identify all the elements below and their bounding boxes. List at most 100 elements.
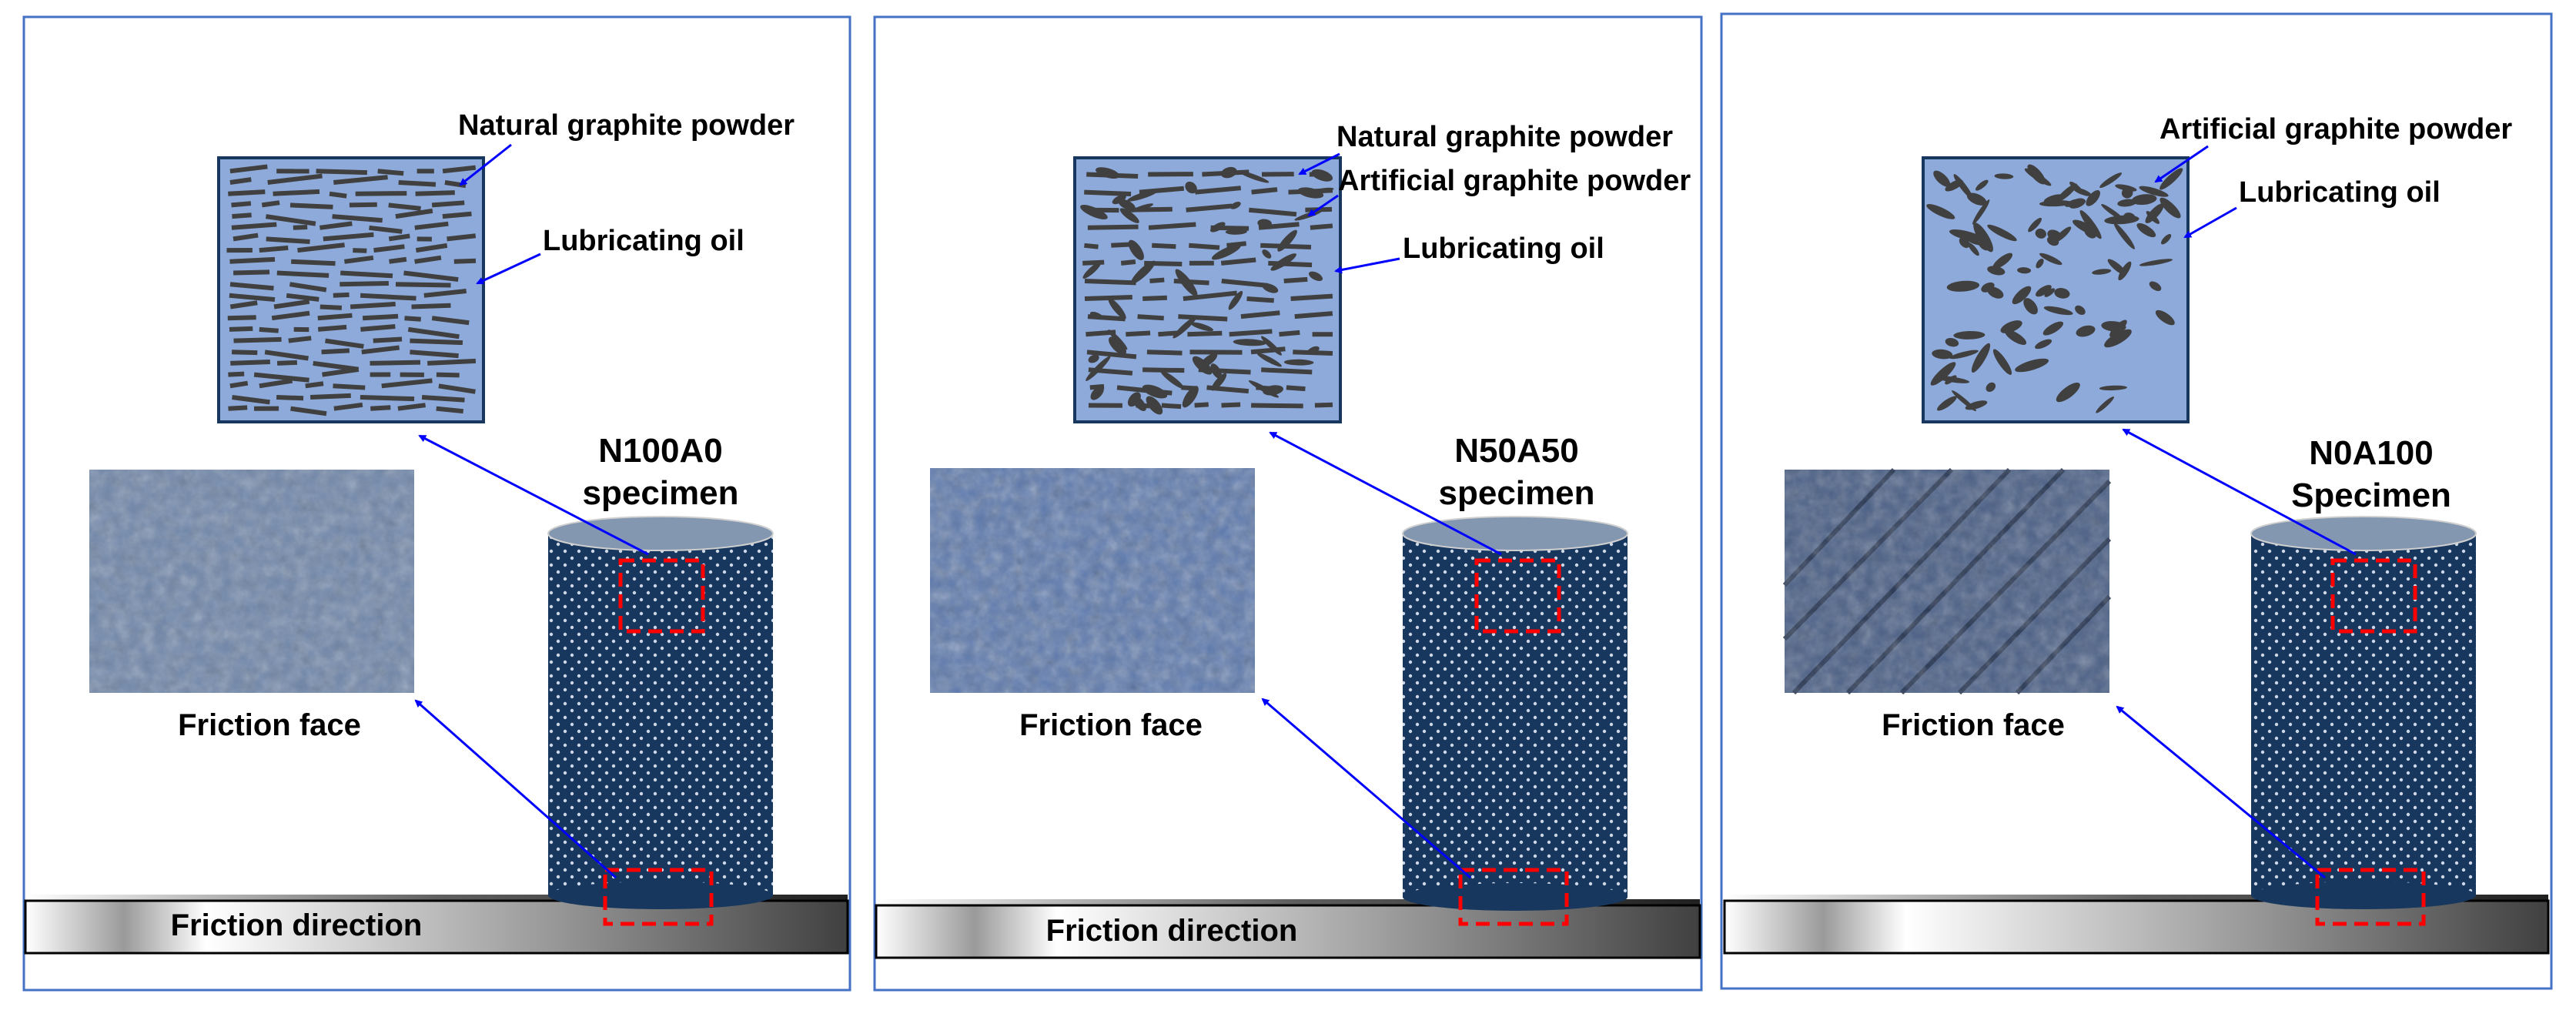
pointer-arrow <box>2122 428 2357 556</box>
graphite-flake <box>395 208 433 219</box>
contact-region-marker <box>1458 868 1569 926</box>
graphite-granule <box>2079 209 2102 239</box>
graphite-flake <box>233 269 270 276</box>
graphite-flake <box>1229 329 1273 337</box>
graphite-flake <box>400 372 424 377</box>
graphite-flake <box>233 233 259 242</box>
graphite-flake <box>323 232 374 242</box>
graphite-flake <box>410 350 459 359</box>
graphite-granule <box>2096 396 2114 413</box>
graphite-flake <box>228 189 266 196</box>
graphite-granule <box>1128 239 1144 260</box>
graphite-granule <box>2131 194 2157 206</box>
graphite-flake <box>414 221 449 230</box>
graphite-granule <box>2139 186 2169 197</box>
graphite-flake <box>353 248 367 253</box>
graphite-flake <box>410 338 463 346</box>
graphite-granule <box>2043 306 2073 316</box>
graphite-granule <box>2086 190 2100 206</box>
graphite-granule <box>1228 290 1243 310</box>
panel-border <box>873 15 1703 992</box>
graphite-flake <box>344 255 374 264</box>
graphite-flake <box>293 326 309 333</box>
graphite-flake <box>276 270 330 278</box>
graphite-flake <box>381 378 433 389</box>
graphite-flake <box>427 358 477 366</box>
graphite-granule <box>2039 253 2062 266</box>
graphite-flake <box>417 169 434 174</box>
panel-n100a0: Natural graphite powder Lubricating oil … <box>22 15 851 992</box>
graphite-granule <box>1945 179 1963 192</box>
graphite-flake <box>1194 402 1209 408</box>
graphite-flake <box>232 212 252 219</box>
graphite-flake <box>271 310 310 321</box>
graphite-flake <box>1258 222 1300 230</box>
graphite-granule <box>1959 237 1970 249</box>
graphite-flake <box>1186 203 1233 212</box>
inset-label-natural-graphite: Natural graphite powder <box>1337 121 1673 153</box>
graphite-flake <box>226 247 253 253</box>
graphite-granule <box>2056 382 2080 403</box>
graphite-flake <box>1261 172 1294 177</box>
graphite-flake <box>350 301 396 309</box>
graphite-flake <box>290 406 327 417</box>
graphite-granule <box>2054 288 2070 299</box>
graphite-granule <box>2024 168 2052 186</box>
graphite-flake <box>317 324 347 332</box>
graphite-granule <box>1248 380 1280 398</box>
graphite-flake <box>1161 403 1182 410</box>
graphite-flake <box>389 256 407 264</box>
graphite-granule <box>1277 229 1297 252</box>
pointer-arrow <box>2154 145 2209 183</box>
graphite-granule <box>1080 205 1108 219</box>
graphite-granule <box>1936 396 1957 411</box>
graphite-flake <box>333 383 366 390</box>
graphite-granule <box>1992 253 2013 269</box>
graphite-granule <box>2056 183 2078 202</box>
graphite-granule <box>1233 339 1266 346</box>
graphite-flake <box>377 169 404 176</box>
graphite-flake <box>273 189 320 196</box>
graphite-flake <box>1146 350 1183 356</box>
friction-direction-label: Friction direction <box>171 908 423 942</box>
graphite-granule <box>1210 363 1223 379</box>
graphite-flake <box>273 299 310 309</box>
graphite-granule <box>2036 258 2044 269</box>
graphite-flake <box>444 180 467 189</box>
graphite-granule <box>1185 181 1197 194</box>
graphite-flake <box>1249 207 1297 217</box>
graphite-flake <box>319 304 343 310</box>
graphite-flake <box>259 245 289 253</box>
graphite-granule <box>1082 262 1102 279</box>
belt <box>1723 895 2550 955</box>
graphite-flake <box>1178 314 1228 322</box>
graphite-flake <box>373 336 403 343</box>
graphite-flake <box>228 405 248 411</box>
graphite-granule <box>1932 349 1953 360</box>
graphite-granule <box>1190 322 1214 332</box>
graphite-flake <box>1286 385 1306 392</box>
graphite-granule <box>1220 166 1237 179</box>
graphite-granule <box>2145 203 2164 223</box>
graphite-flake <box>395 282 451 288</box>
graphite-granule <box>1946 280 1980 292</box>
graphite-flake <box>231 201 252 208</box>
specimen-label: Specimen <box>2291 477 2451 514</box>
graphite-granule <box>1256 353 1282 367</box>
graphite-granule <box>1230 201 1241 209</box>
pointer-arrow <box>2116 705 2326 879</box>
graphite-granule <box>1108 298 1126 319</box>
graphite-granule <box>1945 337 1959 347</box>
graphite-flake <box>1088 403 1122 408</box>
graphite-granule <box>2042 321 2064 336</box>
specimen-label: specimen <box>583 474 739 512</box>
graphite-flake <box>1283 276 1308 283</box>
graphite-flake <box>1137 314 1164 321</box>
graphite-flake <box>1261 367 1313 375</box>
graphite-granule <box>1953 330 1986 340</box>
graphite-flake <box>229 300 258 309</box>
graphite-granule <box>1182 386 1199 408</box>
graphite-flake <box>1086 330 1116 337</box>
graphite-flake <box>404 316 421 322</box>
inset-label-lubricating-oil: Lubricating oil <box>2239 176 2441 209</box>
